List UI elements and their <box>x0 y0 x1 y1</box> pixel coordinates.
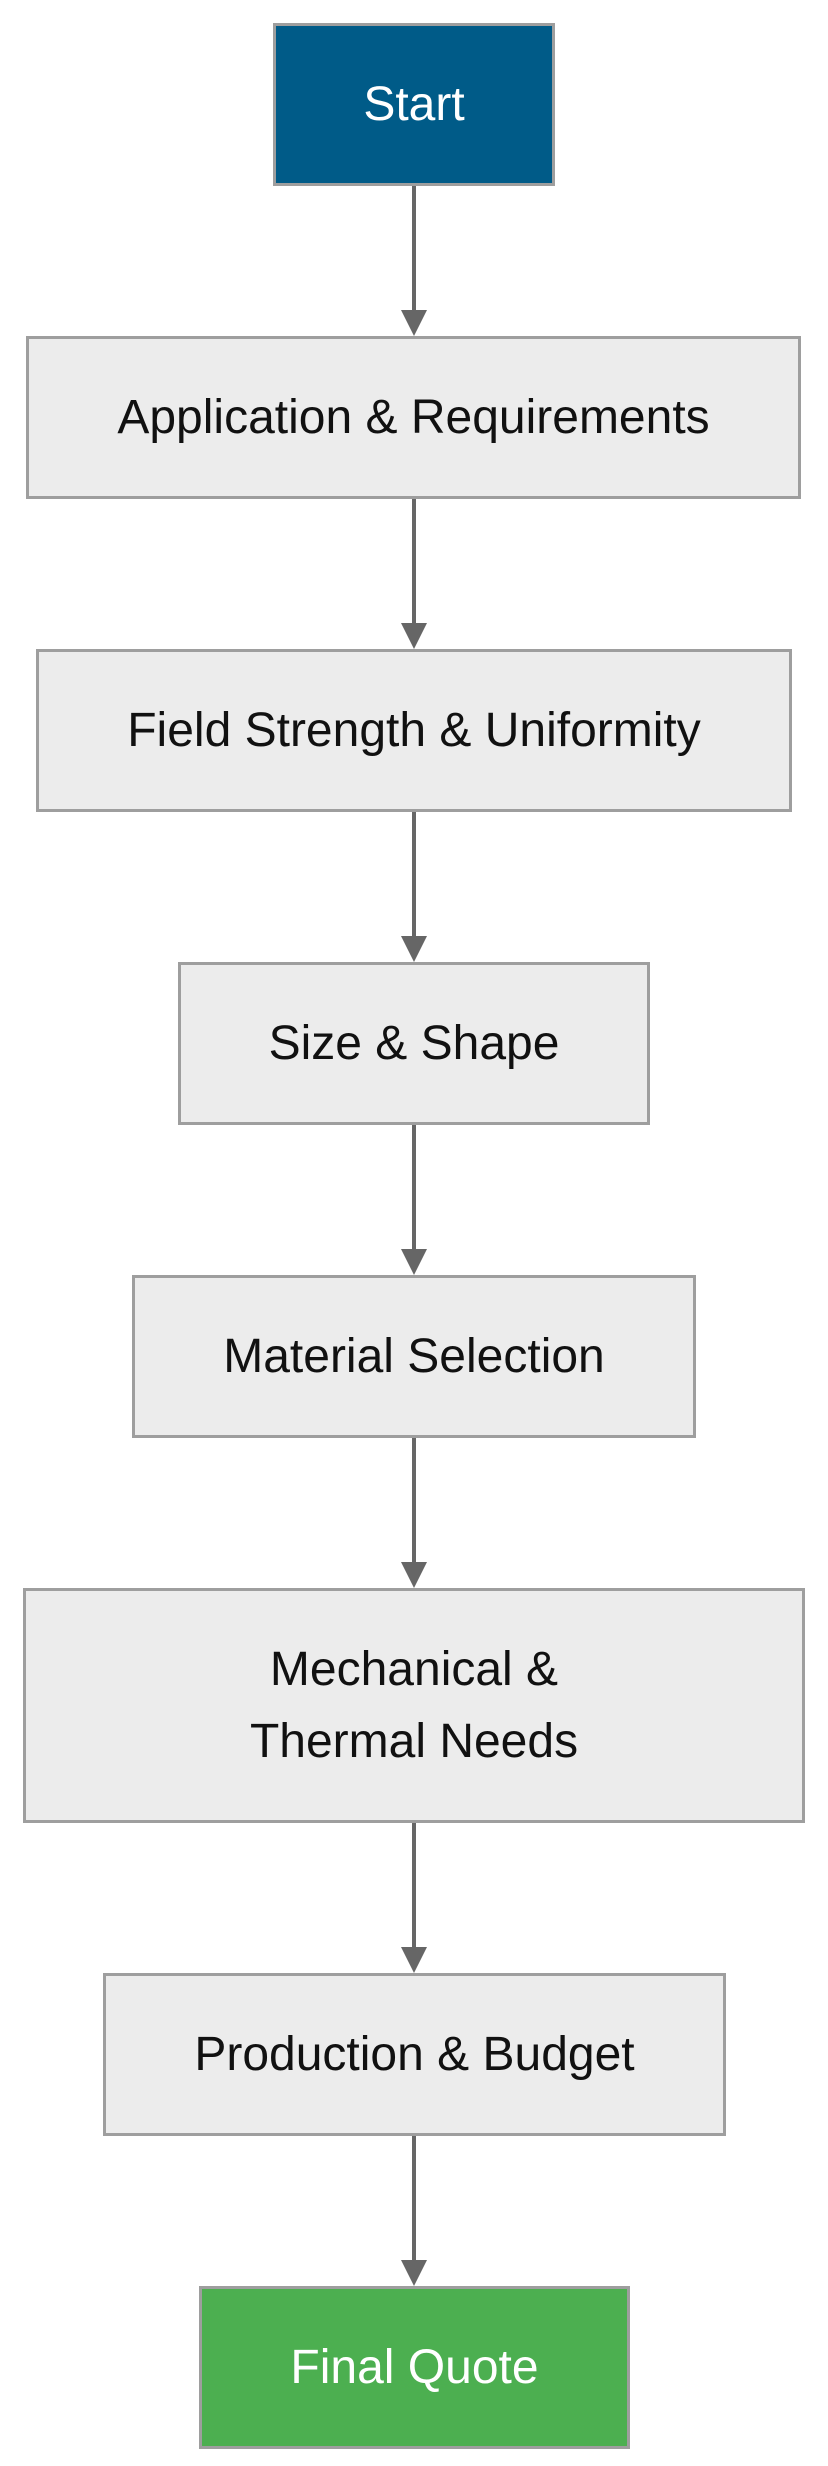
step-label: Field Strength & Uniformity <box>127 703 701 757</box>
step-label: Mechanical & Thermal Needs <box>249 1642 579 1768</box>
step-mechanical-thermal-needs: Mechanical & Thermal Needs <box>23 1588 805 1823</box>
arrowhead-4 <box>401 1249 427 1275</box>
final-quote-label: Final Quote <box>290 2340 539 2394</box>
step-material-selection: Material Selection <box>132 1275 696 1438</box>
connector-6 <box>412 1823 416 1949</box>
connector-5 <box>412 1438 416 1564</box>
connector-7 <box>412 2136 416 2262</box>
step-label: Size & Shape <box>268 1016 560 1070</box>
final-quote-node: Final Quote <box>199 2286 630 2449</box>
arrowhead-7 <box>401 2260 427 2286</box>
step-application-requirements: Application & Requirements <box>26 336 801 499</box>
step-production-budget: Production & Budget <box>103 1973 726 2136</box>
step-size-shape: Size & Shape <box>178 962 650 1125</box>
step-label: Material Selection <box>223 1329 605 1383</box>
start-node-label: Start <box>363 77 465 131</box>
arrowhead-6 <box>401 1947 427 1973</box>
arrowhead-1 <box>401 310 427 336</box>
arrowhead-3 <box>401 936 427 962</box>
step-label: Production & Budget <box>194 2027 635 2081</box>
step-label: Application & Requirements <box>117 390 710 444</box>
step-field-strength-uniformity: Field Strength & Uniformity <box>36 649 792 812</box>
arrowhead-5 <box>401 1562 427 1588</box>
connector-3 <box>412 812 416 938</box>
connector-1 <box>412 186 416 312</box>
arrowhead-2 <box>401 623 427 649</box>
connector-4 <box>412 1125 416 1251</box>
start-node: Start <box>273 23 555 186</box>
connector-2 <box>412 499 416 625</box>
